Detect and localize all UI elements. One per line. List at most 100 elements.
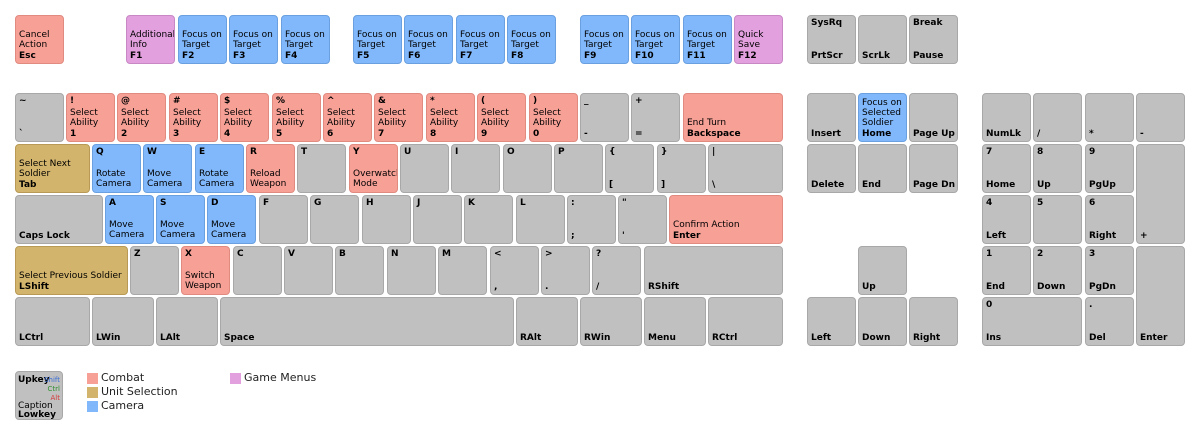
key-m[interactable]: M (438, 246, 487, 295)
key-n[interactable]: N (387, 246, 436, 295)
key-backslash[interactable]: |\ (708, 144, 783, 193)
key-lalt[interactable]: LAlt (156, 297, 218, 346)
key-h[interactable]: H (362, 195, 411, 244)
key-c[interactable]: C (233, 246, 282, 295)
key-l[interactable]: L (516, 195, 565, 244)
key-rctrl[interactable]: RCtrl (708, 297, 783, 346)
key-arrow-left[interactable]: Left (807, 297, 856, 346)
key-nummul[interactable]: * (1085, 93, 1134, 142)
key-b[interactable]: B (335, 246, 384, 295)
key-lwin[interactable]: LWin (92, 297, 154, 346)
key-g[interactable]: G (310, 195, 359, 244)
key-menu[interactable]: Menu (644, 297, 706, 346)
key-pageup[interactable]: Page Up (909, 93, 958, 142)
key-tilde[interactable]: ~` (15, 93, 64, 142)
key-semicolon[interactable]: :; (567, 195, 616, 244)
key-end[interactable]: End (858, 144, 907, 193)
key-i[interactable]: I (451, 144, 500, 193)
key-u[interactable]: U (400, 144, 449, 193)
key-numdiv[interactable]: / (1033, 93, 1082, 142)
key-delete[interactable]: Delete (807, 144, 856, 193)
key-k[interactable]: K (464, 195, 513, 244)
key-period[interactable]: >. (541, 246, 590, 295)
key-arrow-down[interactable]: Down (858, 297, 907, 346)
key-p[interactable]: P (554, 144, 603, 193)
key-numdel[interactable]: .Del (1085, 297, 1134, 346)
key-numenter[interactable]: Enter (1136, 246, 1185, 346)
key-equals[interactable]: += (631, 93, 680, 142)
key-scrlk[interactable]: ScrLk (858, 15, 907, 64)
key-space[interactable]: Space (220, 297, 514, 346)
key-rshift[interactable]: RShift (644, 246, 783, 295)
key-lctrl[interactable]: LCtrl (15, 297, 90, 346)
key-rbracket[interactable]: }] (657, 144, 706, 193)
key-numlk[interactable]: NumLk (982, 93, 1031, 142)
key-o[interactable]: O (503, 144, 552, 193)
key-comma[interactable]: <, (490, 246, 539, 295)
key-quote[interactable]: "' (618, 195, 667, 244)
key-arrow-right[interactable]: Right (909, 297, 958, 346)
key-ralt[interactable]: RAlt (516, 297, 578, 346)
key-j[interactable]: J (413, 195, 462, 244)
key-v[interactable]: V (284, 246, 333, 295)
key-numadd[interactable]: + (1136, 144, 1185, 244)
key-numsub[interactable]: - (1136, 93, 1185, 142)
key-insert[interactable]: Insert (807, 93, 856, 142)
key-rwin[interactable]: RWin (580, 297, 642, 346)
key-arrow-up[interactable]: Up (858, 246, 907, 295)
key-pagedn[interactable]: Page Dn (909, 144, 958, 193)
key-num5[interactable]: 5 (1033, 195, 1082, 244)
key-slash[interactable]: ?/ (592, 246, 641, 295)
key-t[interactable]: T (297, 144, 346, 193)
key-f[interactable]: F (259, 195, 308, 244)
key-z[interactable]: Z (130, 246, 179, 295)
key-lbracket[interactable]: {[ (605, 144, 654, 193)
